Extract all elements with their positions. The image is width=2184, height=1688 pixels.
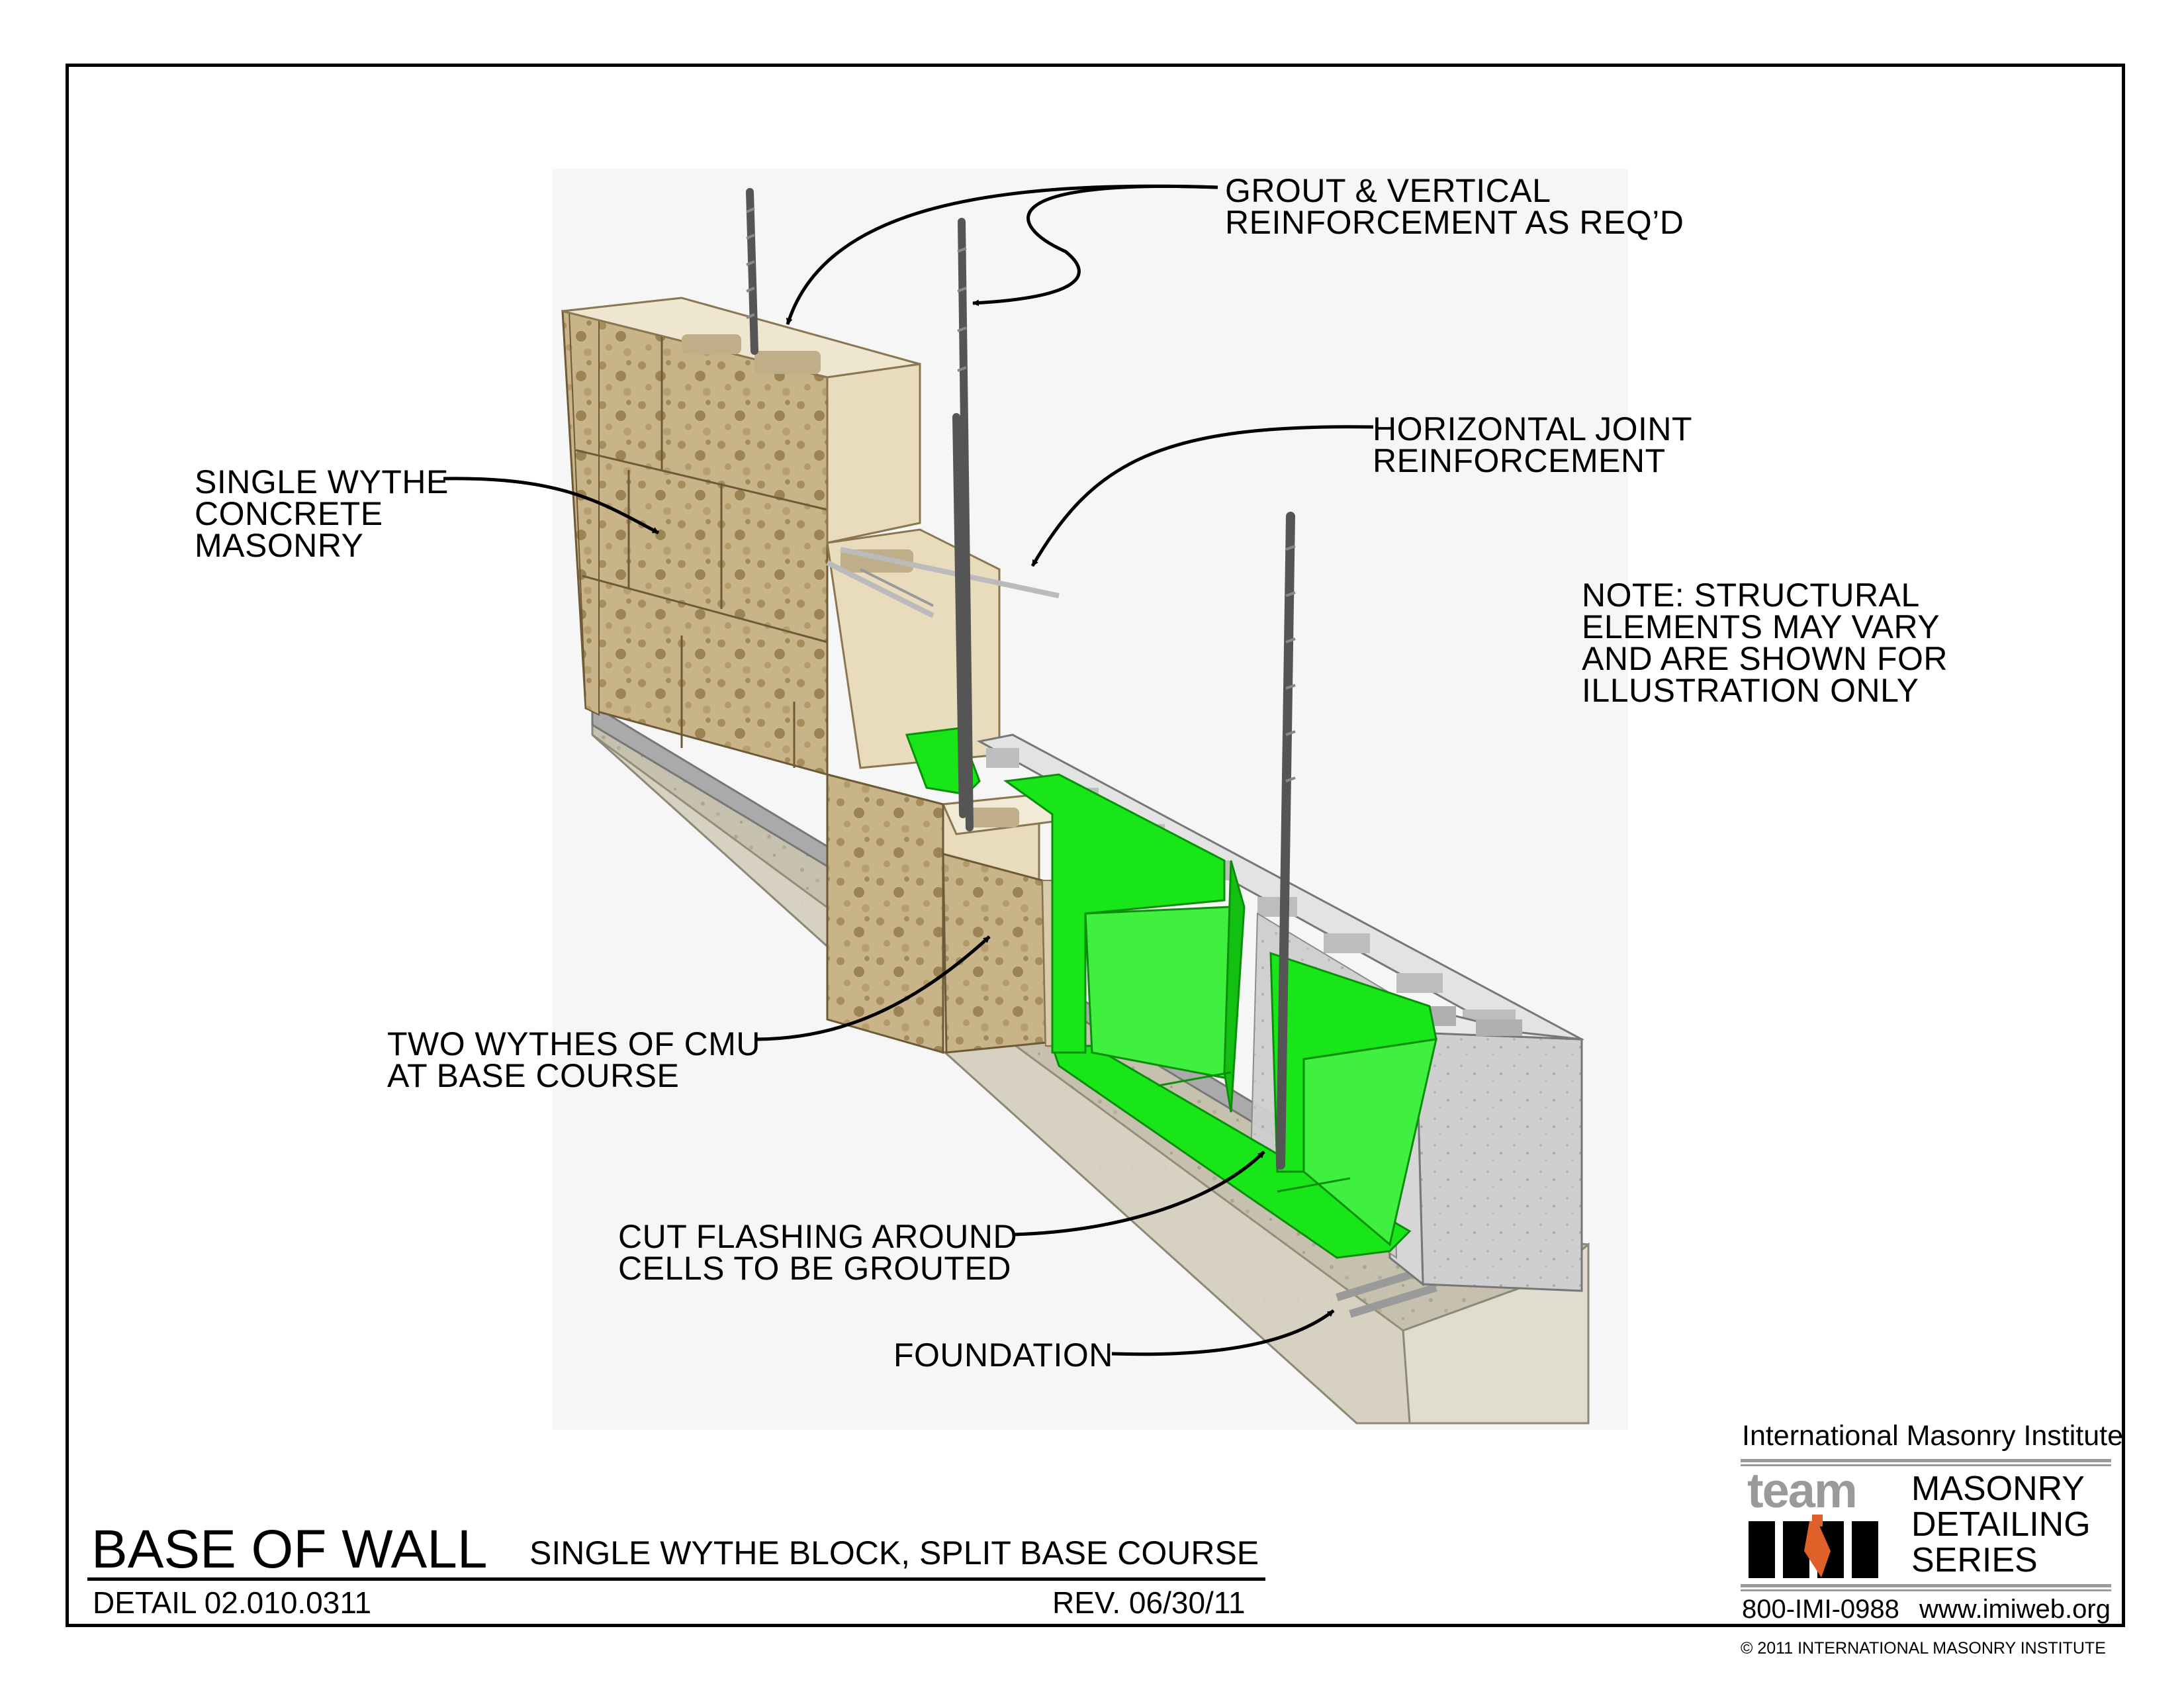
foundation-dowels: [1336, 1267, 1437, 1318]
copyright-notice: © 2011 INTERNATIONAL MASONRY INSTITUTE: [1741, 1639, 2106, 1658]
drawing-subtitle: SINGLE WYTHE BLOCK, SPLIT BASE COURSE: [529, 1534, 1259, 1571]
split-face-wall: [561, 310, 829, 776]
structural-note: NOTE: STRUCTURAL ELEMENTS MAY VARY AND A…: [1582, 577, 1948, 709]
callout-grout-reinforcement: GROUT & VERTICAL REINFORCEMENT AS REQ’D: [1225, 172, 1684, 241]
leader-lines: [443, 184, 1374, 1356]
callout-horizontal-joint-reinforcement: HORIZONTAL JOINT REINFORCEMENT: [1373, 410, 1692, 479]
base-course-split-face: [826, 773, 1061, 1054]
detail-number: DETAIL 02.010.0311: [93, 1585, 372, 1620]
top-course-block: [562, 297, 921, 544]
drawing-title: BASE OF WALL: [91, 1519, 488, 1579]
website-link[interactable]: www.imiweb.org: [1919, 1595, 2111, 1624]
callout-two-wythes: TWO WYTHES OF CMU AT BASE COURSE: [387, 1025, 760, 1094]
through-wall-flashing: [905, 727, 1437, 1259]
horizontal-joint-reinforcement: [826, 547, 1060, 618]
logo-divider-top: [1741, 1459, 2111, 1462]
callout-cut-flashing: CUT FLASHING AROUND CELLS TO BE GROUTED: [618, 1218, 1018, 1287]
phone-number: 800-IMI-0988: [1742, 1595, 1899, 1624]
callout-single-wythe: SINGLE WYTHE CONCRETE MASONRY: [195, 463, 449, 564]
logo-divider-top-thin: [1741, 1464, 2111, 1466]
team-wordmark: team: [1747, 1463, 1858, 1518]
rebar-deformations: [746, 207, 1296, 782]
masonry-detailing-series: MASONRY DETAILING SERIES: [1911, 1470, 2091, 1579]
imi-logo-icon: [1749, 1515, 1878, 1578]
organization-name: International Masonry Institute: [1742, 1420, 2124, 1452]
sheet-border: [66, 64, 2125, 1627]
title-underline: [87, 1577, 1265, 1581]
callout-foundation: FOUNDATION: [893, 1336, 1113, 1374]
logo-divider-bottom: [1741, 1584, 2111, 1587]
vertical-rebars: [746, 188, 1295, 1170]
logo-divider-bottom-thin: [1741, 1589, 2111, 1591]
revision-date: REV. 06/30/11: [1052, 1585, 1246, 1620]
